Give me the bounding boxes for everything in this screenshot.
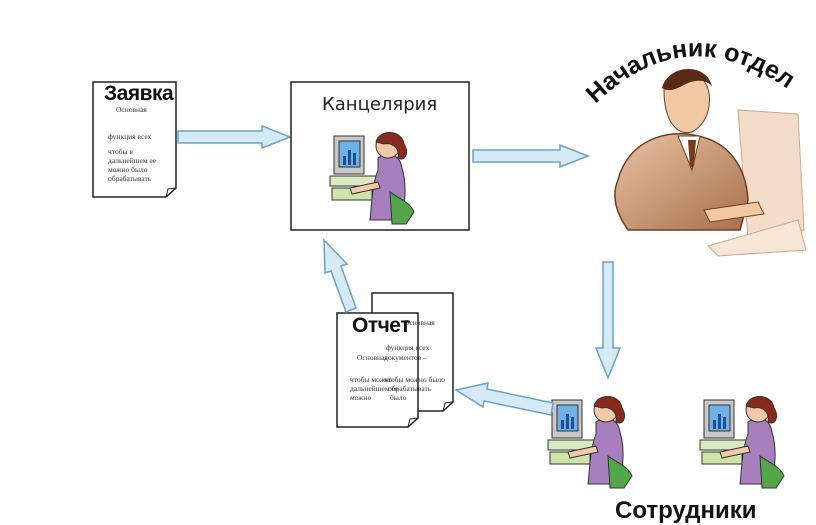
report-back-line: Основная	[404, 318, 435, 327]
office-title: Канцелярия	[322, 94, 438, 115]
report-back-line: обрабатывать	[388, 384, 432, 393]
report-front-line: Основная	[357, 353, 388, 362]
manager-illustration	[614, 68, 807, 257]
request-doc-line: функция всех	[108, 132, 152, 141]
request-doc-line: Основная	[116, 105, 147, 114]
arrow-staff-to-report	[454, 382, 554, 416]
arrow-report-to-office	[323, 238, 357, 313]
report-doc-title: Отчет	[352, 314, 411, 337]
office-clerk-illustration	[329, 132, 415, 225]
request-document	[92, 81, 177, 198]
request-doc-title: Заявка	[104, 82, 174, 105]
staff-label: Сотрудники	[615, 497, 757, 524]
report-front-line: чтобы можно	[350, 375, 393, 384]
report-front-line: дальнейшем ее	[350, 384, 399, 393]
request-doc-line: чтобы в	[108, 147, 133, 156]
report-back-line: документов –	[384, 353, 427, 362]
request-doc-line: можно было	[108, 165, 148, 174]
request-doc-line: обрабатывать	[108, 174, 152, 183]
report-document-front	[336, 312, 419, 428]
arrow-manager-to-staff	[594, 261, 622, 381]
report-back-line: чтобы можно было	[384, 375, 445, 384]
report-back-line: функция всех	[386, 343, 430, 352]
arrow-office-to-manager	[472, 143, 591, 169]
arrow-request-to-office	[177, 124, 293, 150]
staff-member-illustration	[547, 396, 633, 489]
report-front-line: можно	[350, 393, 372, 402]
report-back-line: было	[390, 393, 407, 402]
staff-member-illustration	[699, 396, 785, 489]
request-doc-line: дальнейшем ее	[108, 156, 157, 165]
